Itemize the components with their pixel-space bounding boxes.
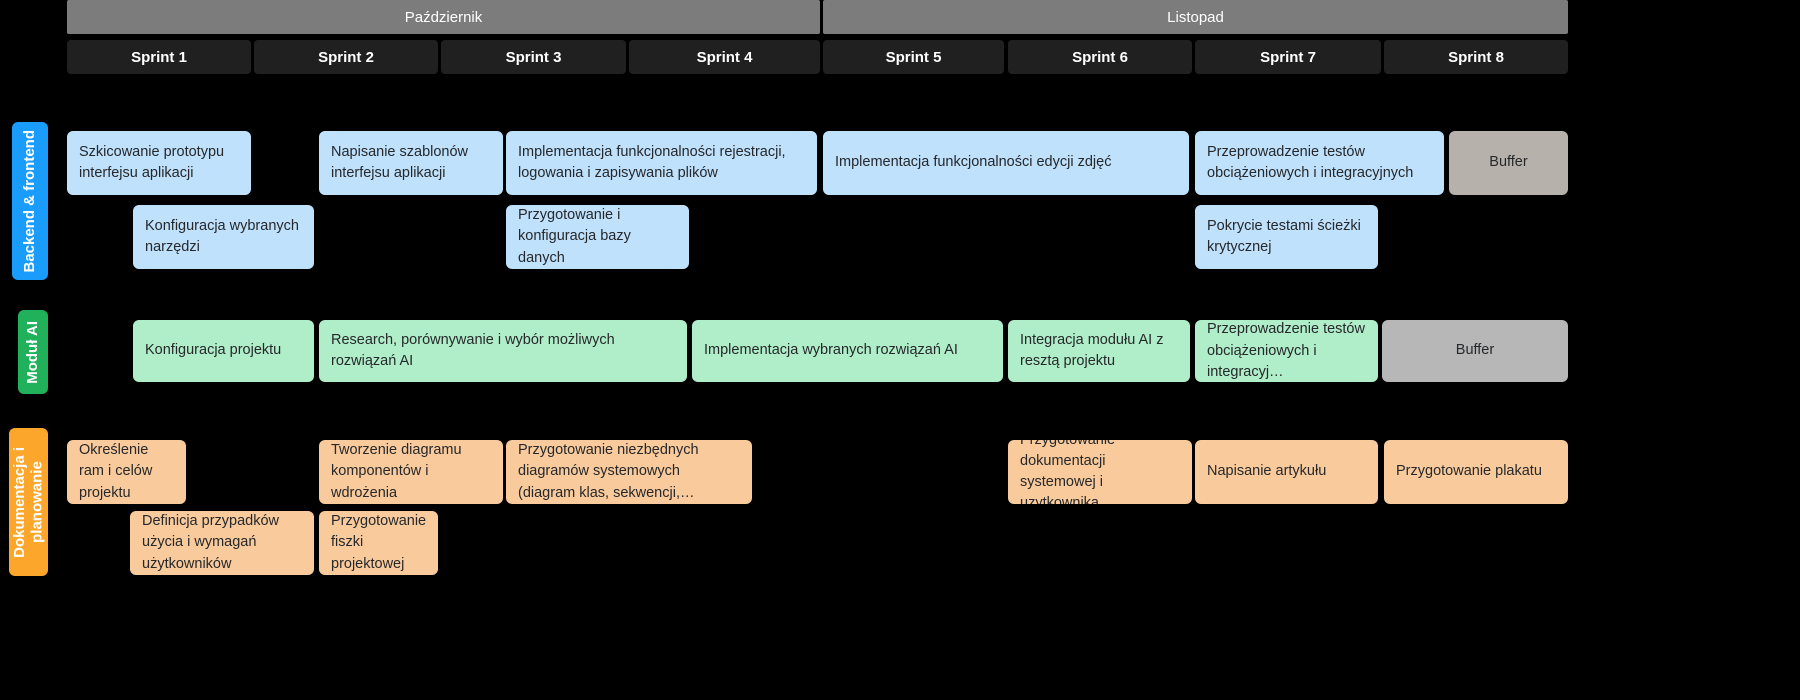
task-label: Przeprowadzenie testów obciążeniowych i …	[1207, 321, 1365, 380]
task-card[interactable]: Przygotowanie dokumentacji systemowej i …	[1008, 440, 1192, 504]
task-label: Implementacja wybranych rozwiązań AI	[704, 342, 958, 359]
task-card[interactable]: Konfiguracja wybranych narzędzi	[133, 205, 314, 269]
task-label: Napisanie artykułu	[1207, 463, 1327, 480]
month-header-2: Listopad	[823, 0, 1568, 34]
task-label: Pokrycie testami ścieżki krytycznej	[1207, 217, 1361, 255]
task-label: Przygotowanie i konfiguracja bazy danych	[518, 207, 631, 266]
lane-label-dokumentacja-planowanie: Dokumentacja i planowanie	[9, 428, 48, 576]
task-card[interactable]: Napisanie artykułu	[1195, 440, 1378, 504]
task-card[interactable]: Tworzenie diagramu komponentów i wdrożen…	[319, 440, 503, 504]
task-card[interactable]: Przeprowadzenie testów obciążeniowych i …	[1195, 131, 1444, 195]
sprint-header-5[interactable]: Sprint 5	[823, 40, 1004, 74]
task-label: Buffer	[1455, 342, 1495, 359]
lane-label-modul-ai: Moduł AI	[18, 310, 48, 394]
task-label: Konfiguracja projektu	[145, 342, 282, 359]
task-card[interactable]: Szkicowanie prototypu interfejsu aplikac…	[67, 131, 251, 195]
task-label: Przygotowanie niezbędnych diagramów syst…	[518, 442, 699, 501]
task-label: Szkicowanie prototypu interfejsu aplikac…	[79, 143, 225, 181]
sprint-header-1[interactable]: Sprint 1	[67, 40, 251, 74]
task-label: Określenie ram i celów projektu	[79, 442, 153, 501]
task-card[interactable]: Implementacja funkcjonalności edycji zdj…	[823, 131, 1189, 195]
task-card[interactable]: Pokrycie testami ścieżki krytycznej	[1195, 205, 1378, 269]
task-card[interactable]: Implementacja funkcjonalności rejestracj…	[506, 131, 817, 195]
sprint-header-8[interactable]: Sprint 8	[1384, 40, 1568, 74]
lane-label-text: Moduł AI	[24, 320, 42, 384]
task-label: Przeprowadzenie testów obciążeniowych i …	[1207, 143, 1414, 181]
task-card[interactable]: Określenie ram i celów projektu	[67, 440, 186, 504]
task-card[interactable]: Research, porównywanie i wybór możliwych…	[319, 320, 687, 382]
task-label: Napisanie szablonów interfejsu aplikacji	[331, 143, 469, 181]
task-label: Przygotowanie dokumentacji systemowej i …	[1020, 440, 1115, 504]
sprint-header-2[interactable]: Sprint 2	[254, 40, 438, 74]
task-card[interactable]: Przeprowadzenie testów obciążeniowych i …	[1195, 320, 1378, 382]
task-card[interactable]: Konfiguracja projektu	[133, 320, 314, 382]
task-card[interactable]: Buffer	[1449, 131, 1568, 195]
task-label: Implementacja funkcjonalności edycji zdj…	[835, 154, 1112, 171]
task-label: Definicja przypadków użycia i wymagań uż…	[142, 513, 280, 572]
task-card[interactable]: Przygotowanie i konfiguracja bazy danych	[506, 205, 689, 269]
task-label: Buffer	[1489, 154, 1528, 171]
month-header-1: Październik	[67, 0, 820, 34]
task-label: Research, porównywanie i wybór możliwych…	[331, 331, 615, 369]
task-card[interactable]: Przygotowanie plakatu	[1384, 440, 1568, 504]
lane-label-text: Dokumentacja i planowanie	[11, 446, 46, 558]
task-card[interactable]: Definicja przypadków użycia i wymagań uż…	[130, 511, 314, 575]
task-card[interactable]: Integracja modułu AI z resztą projektu	[1008, 320, 1190, 382]
lane-label-backend-frontend: Backend & frontend	[12, 122, 48, 280]
task-card[interactable]: Implementacja wybranych rozwiązań AI	[692, 320, 1003, 382]
task-label: Integracja modułu AI z resztą projektu	[1020, 331, 1164, 369]
task-label: Implementacja funkcjonalności rejestracj…	[518, 143, 786, 181]
sprint-header-7[interactable]: Sprint 7	[1195, 40, 1381, 74]
task-label: Przygotowanie fiszki projektowej	[331, 513, 427, 572]
task-card[interactable]: Przygotowanie niezbędnych diagramów syst…	[506, 440, 752, 504]
task-card[interactable]: Buffer	[1382, 320, 1568, 382]
task-card[interactable]: Napisanie szablonów interfejsu aplikacji	[319, 131, 503, 195]
sprint-header-6[interactable]: Sprint 6	[1008, 40, 1192, 74]
sprint-header-4[interactable]: Sprint 4	[629, 40, 820, 74]
lane-label-text: Backend & frontend	[21, 129, 39, 273]
task-label: Tworzenie diagramu komponentów i wdrożen…	[331, 442, 462, 501]
task-card[interactable]: Przygotowanie fiszki projektowej	[319, 511, 438, 575]
sprint-header-3[interactable]: Sprint 3	[441, 40, 626, 74]
task-label: Przygotowanie plakatu	[1396, 463, 1542, 480]
task-label: Konfiguracja wybranych narzędzi	[145, 217, 299, 255]
